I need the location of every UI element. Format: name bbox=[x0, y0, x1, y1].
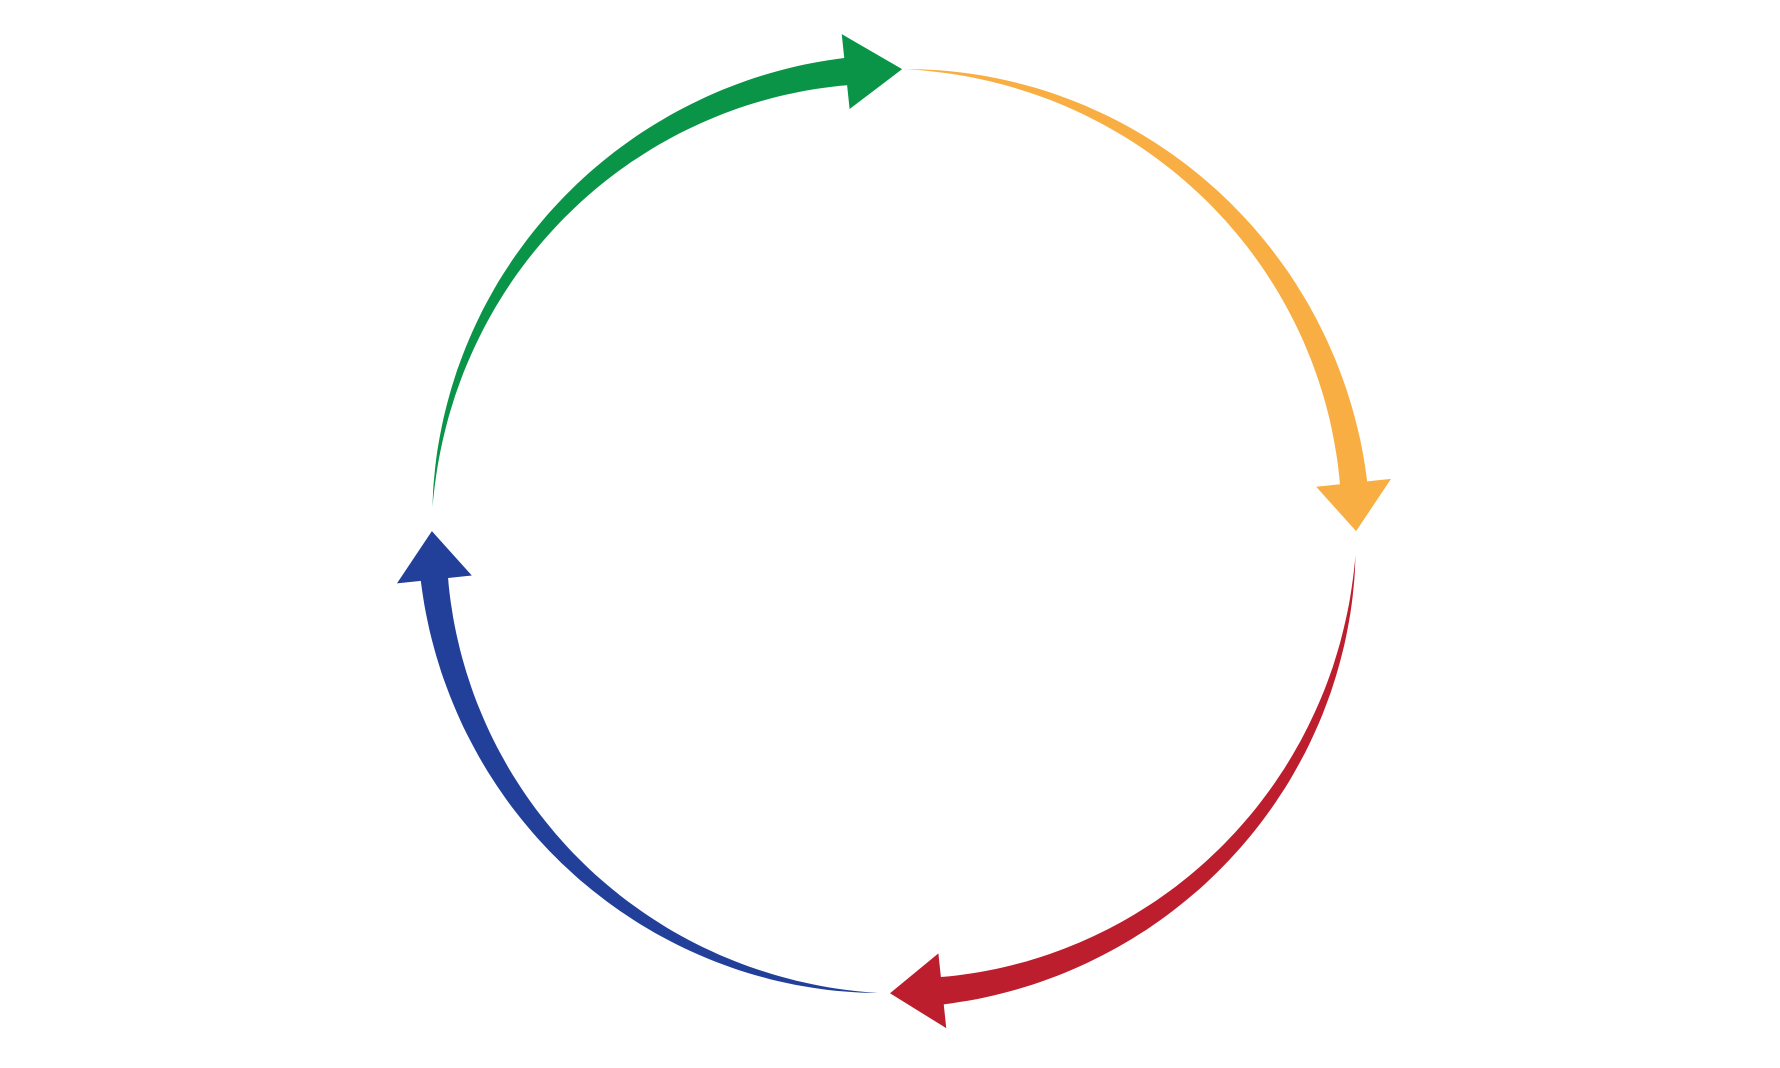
orange-arrow bbox=[906, 69, 1392, 532]
green-arrow bbox=[432, 34, 903, 507]
red-arrow bbox=[890, 555, 1356, 1029]
cycle-arrows bbox=[396, 34, 1392, 1029]
blue-arrow bbox=[396, 531, 878, 994]
